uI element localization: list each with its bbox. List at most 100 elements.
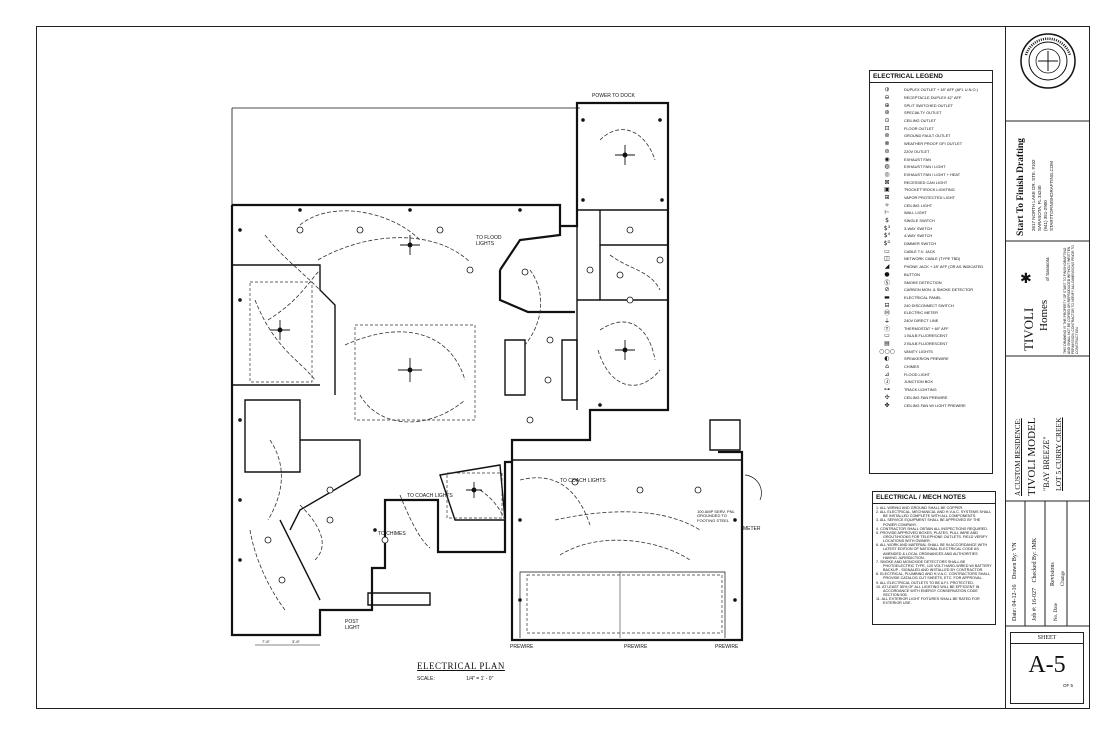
project-model: TIVOLI MODEL <box>1026 417 1038 496</box>
legend-item-label: RECESSED CAN LIGHT <box>904 179 948 185</box>
legend-item: ⊙CEILING OUTLET <box>870 117 992 125</box>
legend-item-label: FLOOR OUTLET <box>904 125 934 131</box>
speaker-icon: ◐ <box>884 355 890 363</box>
legend-item: ◉EXHAUST FAN <box>870 155 992 163</box>
garage-door-bay <box>519 571 726 638</box>
company-address-1: 2617 NORTH LAKE DR. STE. #102 <box>1031 159 1036 231</box>
meter-box <box>709 419 741 451</box>
plan-scale: SCALE: 1/4" = 1' - 0" <box>417 676 493 682</box>
exhaust-fan-heat-icon: ◎ <box>884 170 890 178</box>
co-detector-icon: ⊘ <box>884 286 890 294</box>
legend-item-label: SMOKE DETECTION <box>904 279 942 285</box>
legend-item-label: CEILING FAN PREWIRE <box>904 394 948 400</box>
company-phone: (941) 351-2900 <box>1043 200 1048 231</box>
legend-list: ⦶DUPLEX OUTLET + 18" AFF (AFL U.N.O.)⊖RE… <box>870 83 992 409</box>
porch <box>367 592 431 606</box>
date-field: Date: 04-12-16 Drawn By: VN <box>1012 542 1018 621</box>
floor-outlet-icon: ⊡ <box>884 124 890 132</box>
legend-item: ⊗WEATHER PROOF GFI OUTLET <box>870 140 992 148</box>
exterior-wall-north <box>232 101 670 462</box>
vapor-light-icon: ⊞ <box>884 193 890 201</box>
legend-item: ▭1 BULB FLUORESCENT <box>870 332 992 340</box>
note-item: 4. CONTRACTOR SHALL OBTAIN ALL INSPECTIO… <box>876 526 988 531</box>
legend-item: ◍EXHAUST FAN / LIGHT <box>870 163 992 171</box>
checked-label: Checked By: <box>1032 551 1038 583</box>
4way-switch-icon: $⁴ <box>883 232 891 240</box>
label-power-to-dock: POWER TO DOCK <box>592 93 635 99</box>
note-item: 9. ALL ELECTRICAL OUTLETS TO BE A.F.I. P… <box>876 580 974 585</box>
brand-sub: Homes <box>1038 299 1050 331</box>
wall-light-icon: ⊢ <box>884 209 890 217</box>
legend-item-label: NETWORK CABLE (TYPE TBD) <box>904 256 961 262</box>
rev-change-label: Change <box>1061 570 1066 586</box>
legend-item-label: CHIMES <box>904 364 920 370</box>
garage-outline <box>526 574 723 634</box>
disconnect-switch-icon: ⊟ <box>884 301 890 309</box>
rocket-light-icon: ▣ <box>884 186 890 194</box>
bay-wall-2 <box>498 270 575 314</box>
rear-door-arc <box>744 474 762 501</box>
sheet-label: SHEET <box>1011 633 1083 644</box>
note-item: 8. ELECTRICAL, PLUMBING AND H.V.A.C. CON… <box>876 572 990 581</box>
legend-item: ⊞VAPOR PROTECTED LIGHT <box>870 194 992 202</box>
tray-ceiling-entry <box>446 472 503 519</box>
sheet-number-box: SHEET A-5 OF 5 <box>1010 632 1084 704</box>
legend-item: ✧CEILING LIGHT <box>870 201 992 209</box>
flood-light-icon: ⊿ <box>884 370 890 378</box>
interior-wall-9 <box>599 245 668 301</box>
kitchen-counter <box>561 339 578 401</box>
note-item: 10. AT LEAST 50% OF ALL LIGHTING WILL BE… <box>876 584 980 597</box>
label-to-coach-lights-right: TO COACH LIGHTS <box>560 478 606 484</box>
legend-item-label: VANITY LIGHTS <box>904 348 933 354</box>
legend-item-label: DUPLEX OUTLET + 18" AFF (AFL U.N.O.) <box>904 87 978 93</box>
legend-item-label: DIMMER SWITCH <box>904 241 937 247</box>
legend-item-label: EXHAUST FAN / LIGHT + HEAT <box>904 171 961 177</box>
company-address-2: SARASOTA, FL 34240 <box>1037 185 1042 231</box>
legend-item-label: GROUND FAULT OUTLET <box>904 133 951 139</box>
exterior-wall <box>230 205 744 642</box>
note-item: 6. ALL WORK AND MATERIAL SHALL BE IN ACC… <box>876 543 988 560</box>
drawing-sheet-border <box>36 26 1090 709</box>
company-web: STARTTOFINISHDRAFTING.COM <box>1049 160 1054 231</box>
legend-item: ⊛SPECIALTY OUTLET <box>870 109 992 117</box>
electrical-legend: ELECTRICAL LEGEND ⦶DUPLEX OUTLET + 18" A… <box>869 70 993 474</box>
rev-date-label: Date <box>1054 602 1059 613</box>
legend-item-label: 1 BULB FLUORESCENT <box>904 333 948 339</box>
recessed-light-icon: ⊠ <box>884 178 890 186</box>
legend-item: ▤2 BULB FLUORESCENT <box>870 340 992 348</box>
label-to-coach-lights-left: TO COACH LIGHTS <box>407 493 453 499</box>
button-icon: ● <box>884 270 890 278</box>
vanity-light-icon: ○○○ <box>879 347 895 355</box>
legend-item: ▭ CABLE T.V. JACK <box>870 247 992 255</box>
note-item: 5. PROVIDE APPROVED BOXES, PLATES, PULL … <box>876 530 988 544</box>
note-item: 3. ALL SERVICE EQUIPMENT SHALL BE APPROV… <box>876 518 981 527</box>
legend-item-label: BUTTON <box>904 271 920 277</box>
electrical-panel-icon: ▬ <box>884 293 890 301</box>
note-item: 7. SMOKE AND MONOXIDE DETECTORS SHALL BE… <box>876 559 992 573</box>
legend-item-label: PHONE JACK + 18" AFF (OR AS INDICATED <box>904 264 984 270</box>
title-block: Start To Finish Drafting 2617 NORTH LAKE… <box>1005 26 1090 709</box>
legend-item-label: FLOOD LIGHT <box>904 371 930 377</box>
revision-header: No. Date <box>1054 603 1059 621</box>
dimmer-switch-icon: $ᴰ <box>883 240 891 248</box>
legend-item-label: CEILING LIGHT <box>904 202 933 208</box>
legend-item: ◫ NETWORK CABLE (TYPE TBD) <box>870 255 992 263</box>
legend-item-label: CABLE T.V. JACK <box>904 248 936 254</box>
exhaust-fan-light-icon: ◍ <box>884 163 890 171</box>
track-light-icon: ⊶ <box>884 386 890 394</box>
legend-item-label: SINGLE SWITCH <box>904 218 935 224</box>
legend-item-label: 220V OUTLET <box>904 148 930 154</box>
label-prewire-3: PREWIRE <box>715 644 739 650</box>
label-prewire-2: PREWIRE <box>624 644 648 650</box>
label-meter: METER <box>743 526 761 532</box>
240v-direct-icon: ⏚ <box>883 317 890 325</box>
bay-wall <box>499 226 562 271</box>
legend-item: $ᴰ DIMMER SWITCH <box>870 240 992 248</box>
thermostat-icon: Ⓣ <box>883 325 890 333</box>
network-cable-icon: ◫ <box>884 255 890 263</box>
project-name: "BAY BREEZE" <box>1042 436 1051 491</box>
electrical-mech-notes: ELECTRICAL / MECH NOTES 1. ALL WIRING AN… <box>872 491 996 625</box>
cable-tv-icon: ▭ <box>884 247 890 255</box>
junction-box-icon: Ⓙ <box>883 379 890 387</box>
